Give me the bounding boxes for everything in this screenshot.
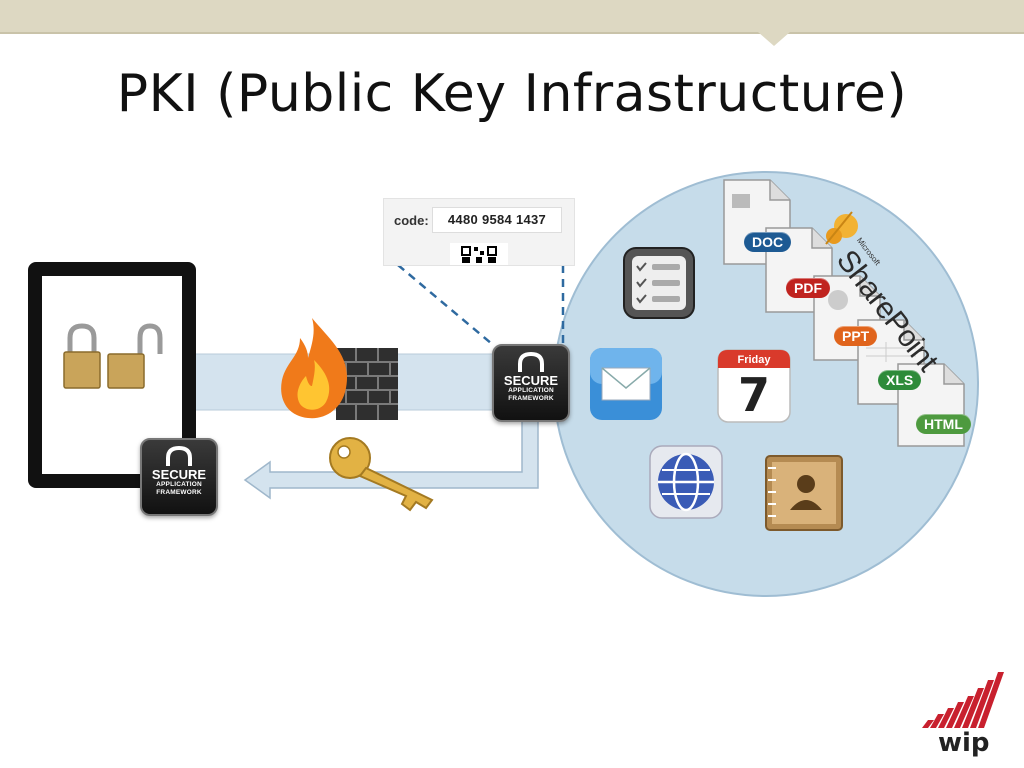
header-notch (758, 32, 790, 46)
return-arrow (243, 403, 539, 500)
padlock-unlocked-icon (107, 323, 163, 389)
wip-logo-icon (922, 672, 1004, 728)
flame-icon (281, 318, 348, 419)
mail-app-icon (590, 348, 662, 420)
wip-logo-text: wip (938, 728, 990, 758)
sharepoint-logo-icon (825, 211, 858, 245)
slide-title: PKI (Public Key Infrastructure) (116, 64, 908, 124)
lock-shackle-icon (166, 446, 192, 466)
calendar-day: Friday (737, 354, 771, 366)
header-band (0, 0, 1024, 34)
contacts-app-icon (765, 455, 843, 531)
dashed-line-left (397, 264, 493, 345)
code-value: 4480 9584 1437 (432, 207, 562, 233)
padlock-locked-icon (63, 323, 101, 389)
html-label: HTML (916, 414, 971, 434)
checklist-app-icon (623, 247, 695, 319)
lock-shackle-icon (518, 352, 544, 372)
code-panel: code: 4480 9584 1437 (383, 198, 575, 266)
badge-line2: APPLICATION (156, 481, 202, 488)
secure-framework-badge-device: SECURE APPLICATION FRAMEWORK (140, 438, 218, 516)
firewall-icon (336, 348, 398, 420)
secure-framework-badge-server: SECURE APPLICATION FRAMEWORK (492, 344, 570, 422)
badge-line3: FRAMEWORK (508, 395, 554, 402)
badge-line3: FRAMEWORK (156, 489, 202, 496)
ppt-label: PPT (834, 326, 878, 346)
code-label: code: (394, 213, 429, 228)
browser-app-icon (649, 445, 723, 519)
badge-line2: APPLICATION (508, 387, 554, 394)
doc-label: DOC (744, 232, 792, 252)
badge-line1: SECURE (151, 467, 207, 482)
badge-line1: SECURE (503, 373, 559, 388)
qr-code-icon (450, 243, 508, 265)
calendar-app-icon (717, 349, 791, 423)
pdf-label: PDF (786, 278, 830, 298)
calendar-date: 7 (737, 368, 770, 422)
xls-label: XLS (878, 370, 922, 390)
key-icon (329, 437, 434, 512)
